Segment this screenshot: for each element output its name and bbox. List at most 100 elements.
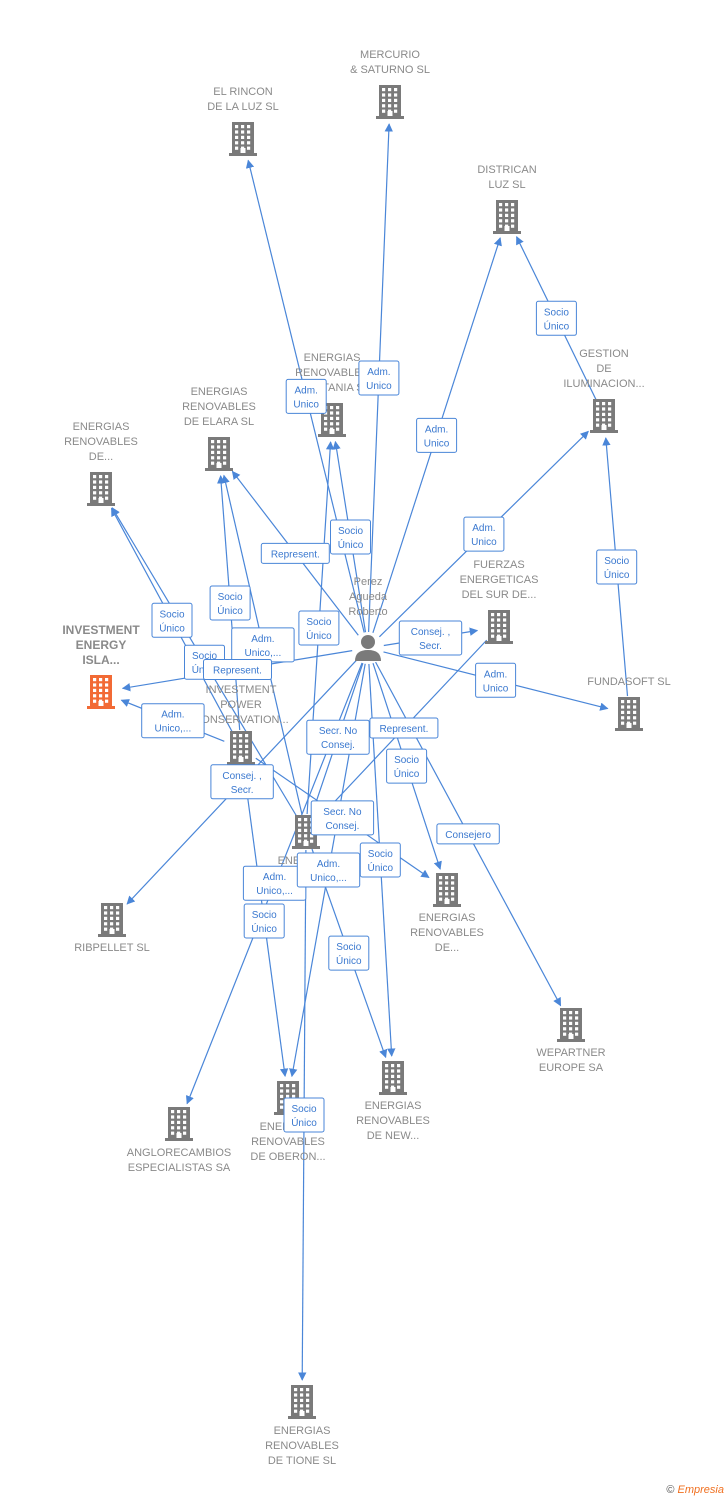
building-icon bbox=[227, 731, 255, 765]
role-label-hub-elara[interactable]: Adm.Unico,... bbox=[231, 627, 295, 663]
role-text: Consejero bbox=[445, 830, 491, 841]
company-label-ribpellet-line: RIBPELLET SL bbox=[74, 942, 150, 954]
role-label-perez-elara[interactable]: Represent. bbox=[260, 542, 330, 564]
company-node-ipc[interactable]: INVESTMENTPOWERCONSERVATION... bbox=[193, 684, 289, 765]
role-box bbox=[203, 659, 272, 680]
role-text: Unico bbox=[366, 381, 392, 392]
role-box bbox=[330, 519, 371, 555]
company-label-ren_de-line: ENERGIAS bbox=[73, 421, 130, 433]
company-label-investment_isla-line: ISLA... bbox=[82, 653, 119, 667]
company-node-ribpellet[interactable]: RIBPELLET SL bbox=[74, 903, 150, 954]
role-box bbox=[285, 378, 327, 414]
role-box bbox=[310, 800, 375, 836]
company-node-investment_isla[interactable]: INVESTMENTENERGYISLA... bbox=[62, 623, 140, 709]
role-text: Único bbox=[251, 922, 277, 935]
role-text: Socio bbox=[604, 556, 629, 567]
role-text: Secr. No bbox=[319, 726, 358, 737]
company-label-titania-line: ENERGIAS bbox=[304, 352, 361, 364]
role-text: Represent. bbox=[271, 549, 320, 560]
company-label-tione-line: DE TIONE SL bbox=[268, 1455, 336, 1467]
company-node-ren_de[interactable]: ENERGIASRENOVABLESDE... bbox=[64, 421, 138, 506]
role-text: Secr. bbox=[419, 641, 442, 652]
role-text: Socio bbox=[394, 755, 419, 766]
role-text: Único bbox=[368, 861, 394, 874]
role-text: Único bbox=[336, 954, 362, 967]
role-box bbox=[596, 549, 638, 585]
role-text: Socio bbox=[544, 307, 569, 318]
company-label-tione-line: RENOVABLES bbox=[265, 1440, 339, 1452]
role-label-perez-anglo[interactable]: Adm. Unico,... bbox=[242, 865, 307, 901]
role-text: Adm. bbox=[317, 859, 340, 870]
company-label-mercurio-line: & SATURNO SL bbox=[350, 64, 430, 76]
company-node-fundasoft[interactable]: FUNDASOFT SL bbox=[587, 676, 671, 731]
role-text: Unico bbox=[424, 438, 450, 449]
role-text: Único bbox=[159, 621, 185, 634]
building-icon bbox=[288, 1385, 316, 1419]
role-label-perez-wepartner[interactable]: Consejero bbox=[436, 823, 500, 845]
role-label-perez-mercurio[interactable]: Adm.Unico bbox=[358, 360, 400, 396]
role-text: Unico,... bbox=[256, 886, 293, 897]
role-label-perez-rincon[interactable]: Adm.Unico bbox=[285, 378, 327, 414]
building-icon bbox=[87, 472, 115, 506]
role-label-ipc-investment_isla[interactable]: Adm.Unico,... bbox=[141, 703, 205, 739]
role-box bbox=[306, 719, 370, 755]
role-box bbox=[358, 360, 400, 396]
role-label-perez-fundasoft[interactable]: Adm.Unico bbox=[475, 662, 517, 698]
role-box bbox=[151, 602, 193, 638]
company-label-anglo-line: ESPECIALISTAS SA bbox=[128, 1162, 231, 1174]
role-text: Adm. bbox=[263, 872, 286, 883]
role-box bbox=[260, 542, 330, 564]
company-node-gestion[interactable]: GESTIONDEILUMINACION... bbox=[563, 348, 645, 433]
building-icon bbox=[229, 122, 257, 156]
role-label-perez-gestion[interactable]: Adm.Unico bbox=[463, 516, 505, 552]
role-box bbox=[209, 585, 251, 621]
role-text: Consej. , bbox=[411, 627, 450, 638]
role-text: Represent. bbox=[379, 724, 428, 735]
role-box bbox=[243, 903, 285, 939]
role-box bbox=[436, 823, 500, 845]
role-label-perez-investment_isla[interactable]: Represent. bbox=[203, 659, 272, 680]
role-box bbox=[359, 842, 401, 878]
building-icon bbox=[87, 675, 115, 709]
person-icon bbox=[355, 635, 381, 661]
role-label-perez-ribpellet[interactable]: Consej. ,Secr. bbox=[210, 764, 274, 800]
role-text: Consej. , bbox=[222, 771, 261, 782]
company-label-wepartner-line: WEPARTNER bbox=[536, 1047, 605, 1059]
role-text: Unico,... bbox=[310, 873, 347, 884]
company-node-mercurio[interactable]: MERCURIO& SATURNO SL bbox=[350, 49, 430, 119]
role-box bbox=[141, 703, 205, 739]
role-label-perez-oberon[interactable]: Adm. Unico,... bbox=[296, 852, 361, 888]
role-text: Adm. bbox=[484, 669, 507, 680]
role-box bbox=[369, 717, 439, 739]
person-label-line: Roberto bbox=[348, 606, 387, 618]
role-text: Único bbox=[291, 1116, 317, 1129]
role-label-perez-districan[interactable]: Adm.Unico bbox=[416, 417, 458, 453]
company-node-ren_de2[interactable]: ENERGIASRENOVABLESDE... bbox=[410, 873, 484, 954]
role-text: Socio bbox=[306, 617, 331, 628]
role-label-fuerzas-hub[interactable]: Represent. bbox=[369, 717, 439, 739]
role-label-perez-fuerzas[interactable]: Consej. , Secr. bbox=[398, 620, 463, 656]
